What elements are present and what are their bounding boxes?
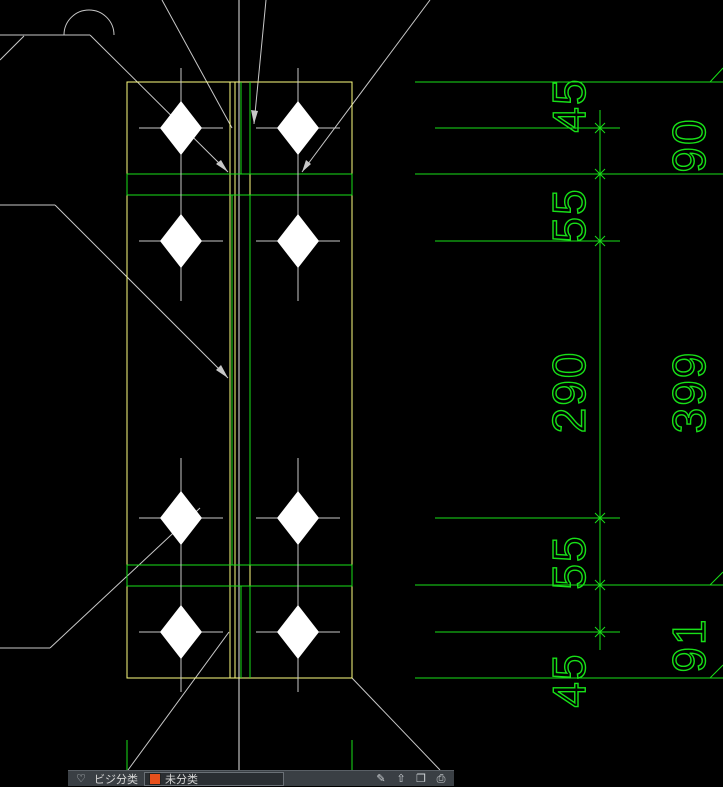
bolt[interactable] <box>256 181 340 301</box>
copy-icon[interactable]: ❐ <box>416 772 426 785</box>
bolt[interactable] <box>139 458 223 578</box>
layer-dropdown[interactable]: 未分类 <box>144 771 284 786</box>
dim-left-2: 55 <box>543 187 595 242</box>
layer-toolbar: ♡ ビジ分类 未分类 ✎ ⇧ ❐ ⎙ <box>68 770 454 786</box>
dim-right-3: 91 <box>663 617 715 672</box>
dim-right-1: 90 <box>663 117 715 172</box>
leader-arrowheads <box>216 110 311 378</box>
bolt-holes[interactable] <box>139 68 340 692</box>
dim-left-4: 55 <box>543 534 595 589</box>
bolt[interactable] <box>139 68 223 188</box>
dimension-labels-left: 45 55 290 55 45 <box>542 77 595 709</box>
layer-color-swatch <box>149 772 161 785</box>
bolt[interactable] <box>256 68 340 188</box>
heart-outline-icon[interactable]: ♡ <box>76 772 86 785</box>
bolt[interactable] <box>139 181 223 301</box>
edit-icon[interactable]: ✎ <box>376 772 386 785</box>
layer-name: 未分类 <box>165 772 198 786</box>
bolt[interactable] <box>139 572 223 692</box>
dim-left-1: 45 <box>543 77 595 132</box>
dim-left-3: 290 <box>543 351 595 434</box>
flange-bands[interactable] <box>126 82 353 678</box>
dim-left-5: 45 <box>543 652 595 707</box>
dimension-labels-right: 90 399 91 <box>662 117 715 674</box>
dimension-lines <box>126 67 723 770</box>
leader-lines <box>0 0 441 771</box>
print-icon[interactable]: ⎙ <box>436 771 446 785</box>
bolt[interactable] <box>256 458 340 578</box>
bolt[interactable] <box>256 572 340 692</box>
toolbar-label: ビジ分类 <box>94 772 138 786</box>
upload-icon[interactable]: ⇧ <box>396 772 406 785</box>
dim-right-2: 399 <box>663 351 715 434</box>
